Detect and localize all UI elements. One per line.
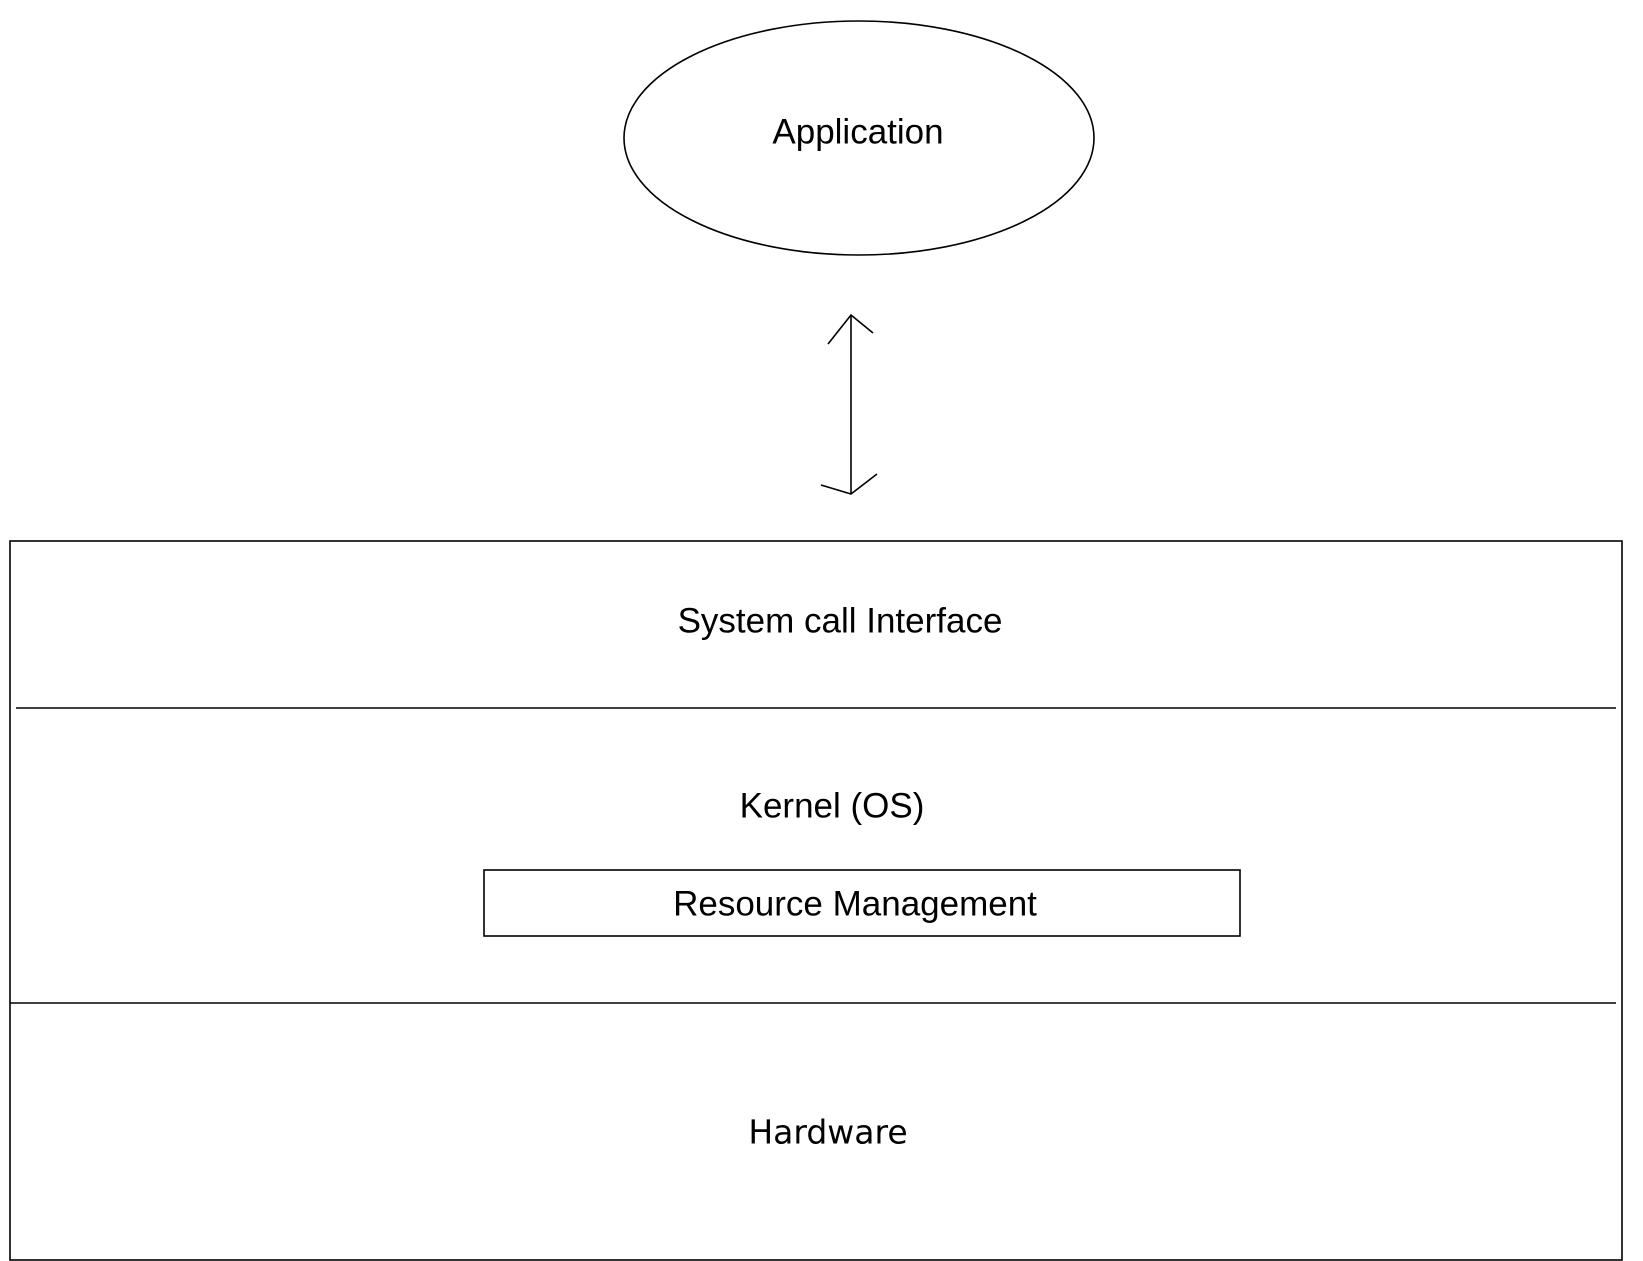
resource-management-box [483,869,1241,937]
bidirectional-arrow [820,313,878,495]
arrow-head-down [820,473,878,495]
application-label: Application [772,112,944,152]
application-node [623,20,1095,256]
kernel-label: Kernel (OS) [739,786,925,826]
system-call-interface-label: System call Interface [677,601,1003,641]
hardware-label: Hardware [748,1112,908,1152]
os-stack-frame [9,540,1623,1261]
arrow-head-up [827,313,874,345]
resource-management-label: Resource Management [673,884,1037,924]
